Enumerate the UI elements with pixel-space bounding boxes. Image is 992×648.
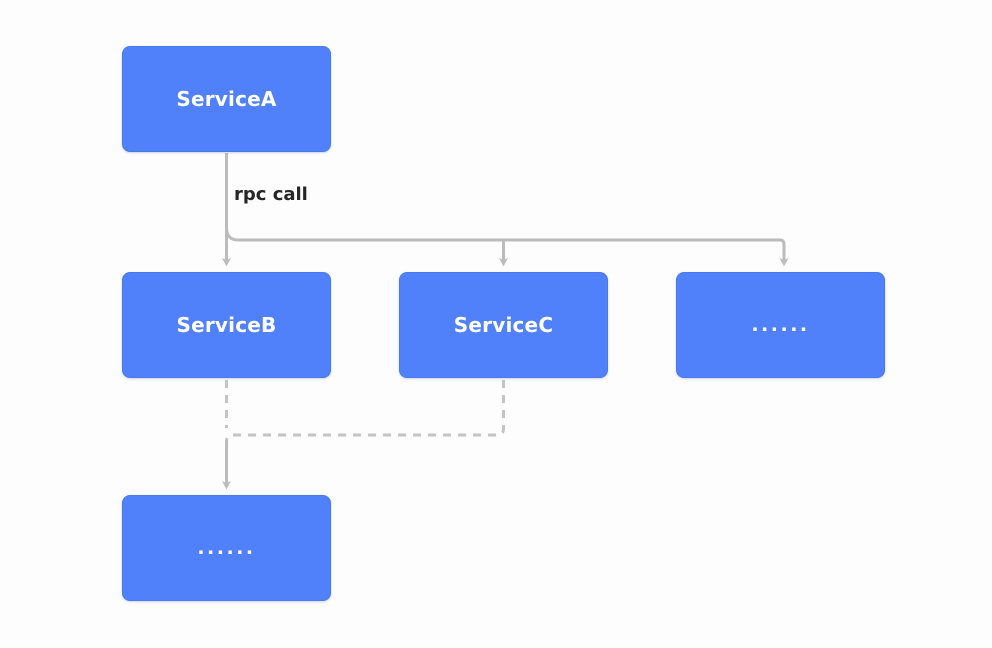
node-more-bottom[interactable]: ...... bbox=[122, 495, 331, 601]
node-service-a-label: ServiceA bbox=[176, 87, 277, 111]
node-service-a[interactable]: ServiceA bbox=[122, 46, 331, 152]
node-more-middle[interactable]: ...... bbox=[676, 272, 885, 378]
edge-label-rpc-call: rpc call bbox=[234, 184, 308, 205]
node-service-c[interactable]: ServiceC bbox=[399, 272, 608, 378]
node-service-b-label: ServiceB bbox=[176, 313, 277, 337]
edge-bus-path bbox=[225, 227, 789, 267]
node-service-c-label: ServiceC bbox=[453, 313, 554, 337]
node-more-middle-label: ...... bbox=[751, 313, 810, 336]
edge-c-dashed-path bbox=[225, 380, 505, 452]
node-service-b[interactable]: ServiceB bbox=[122, 272, 331, 378]
node-more-bottom-label: ...... bbox=[197, 536, 256, 559]
